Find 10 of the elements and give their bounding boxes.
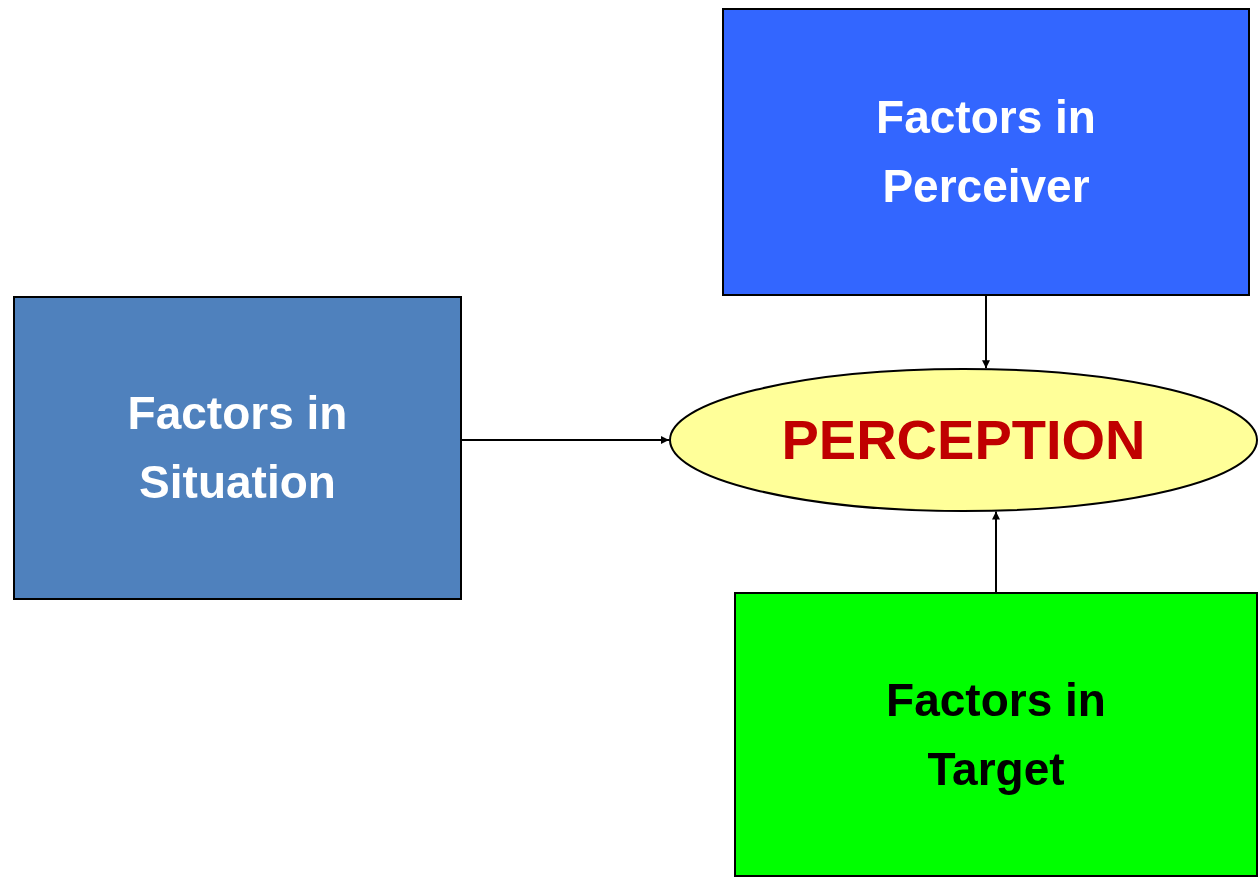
process-box (734, 592, 1258, 877)
node-label: PERCEPTION (781, 407, 1146, 473)
node-label: Factors in Perceiver (875, 90, 1097, 214)
node-label: Factors in Target (885, 672, 1107, 797)
arrow (982, 295, 990, 370)
arrow (461, 436, 670, 444)
node-label: Factors in Situation (126, 386, 349, 510)
arrow (992, 510, 1000, 593)
process-box (722, 8, 1250, 296)
process-box (13, 296, 462, 600)
